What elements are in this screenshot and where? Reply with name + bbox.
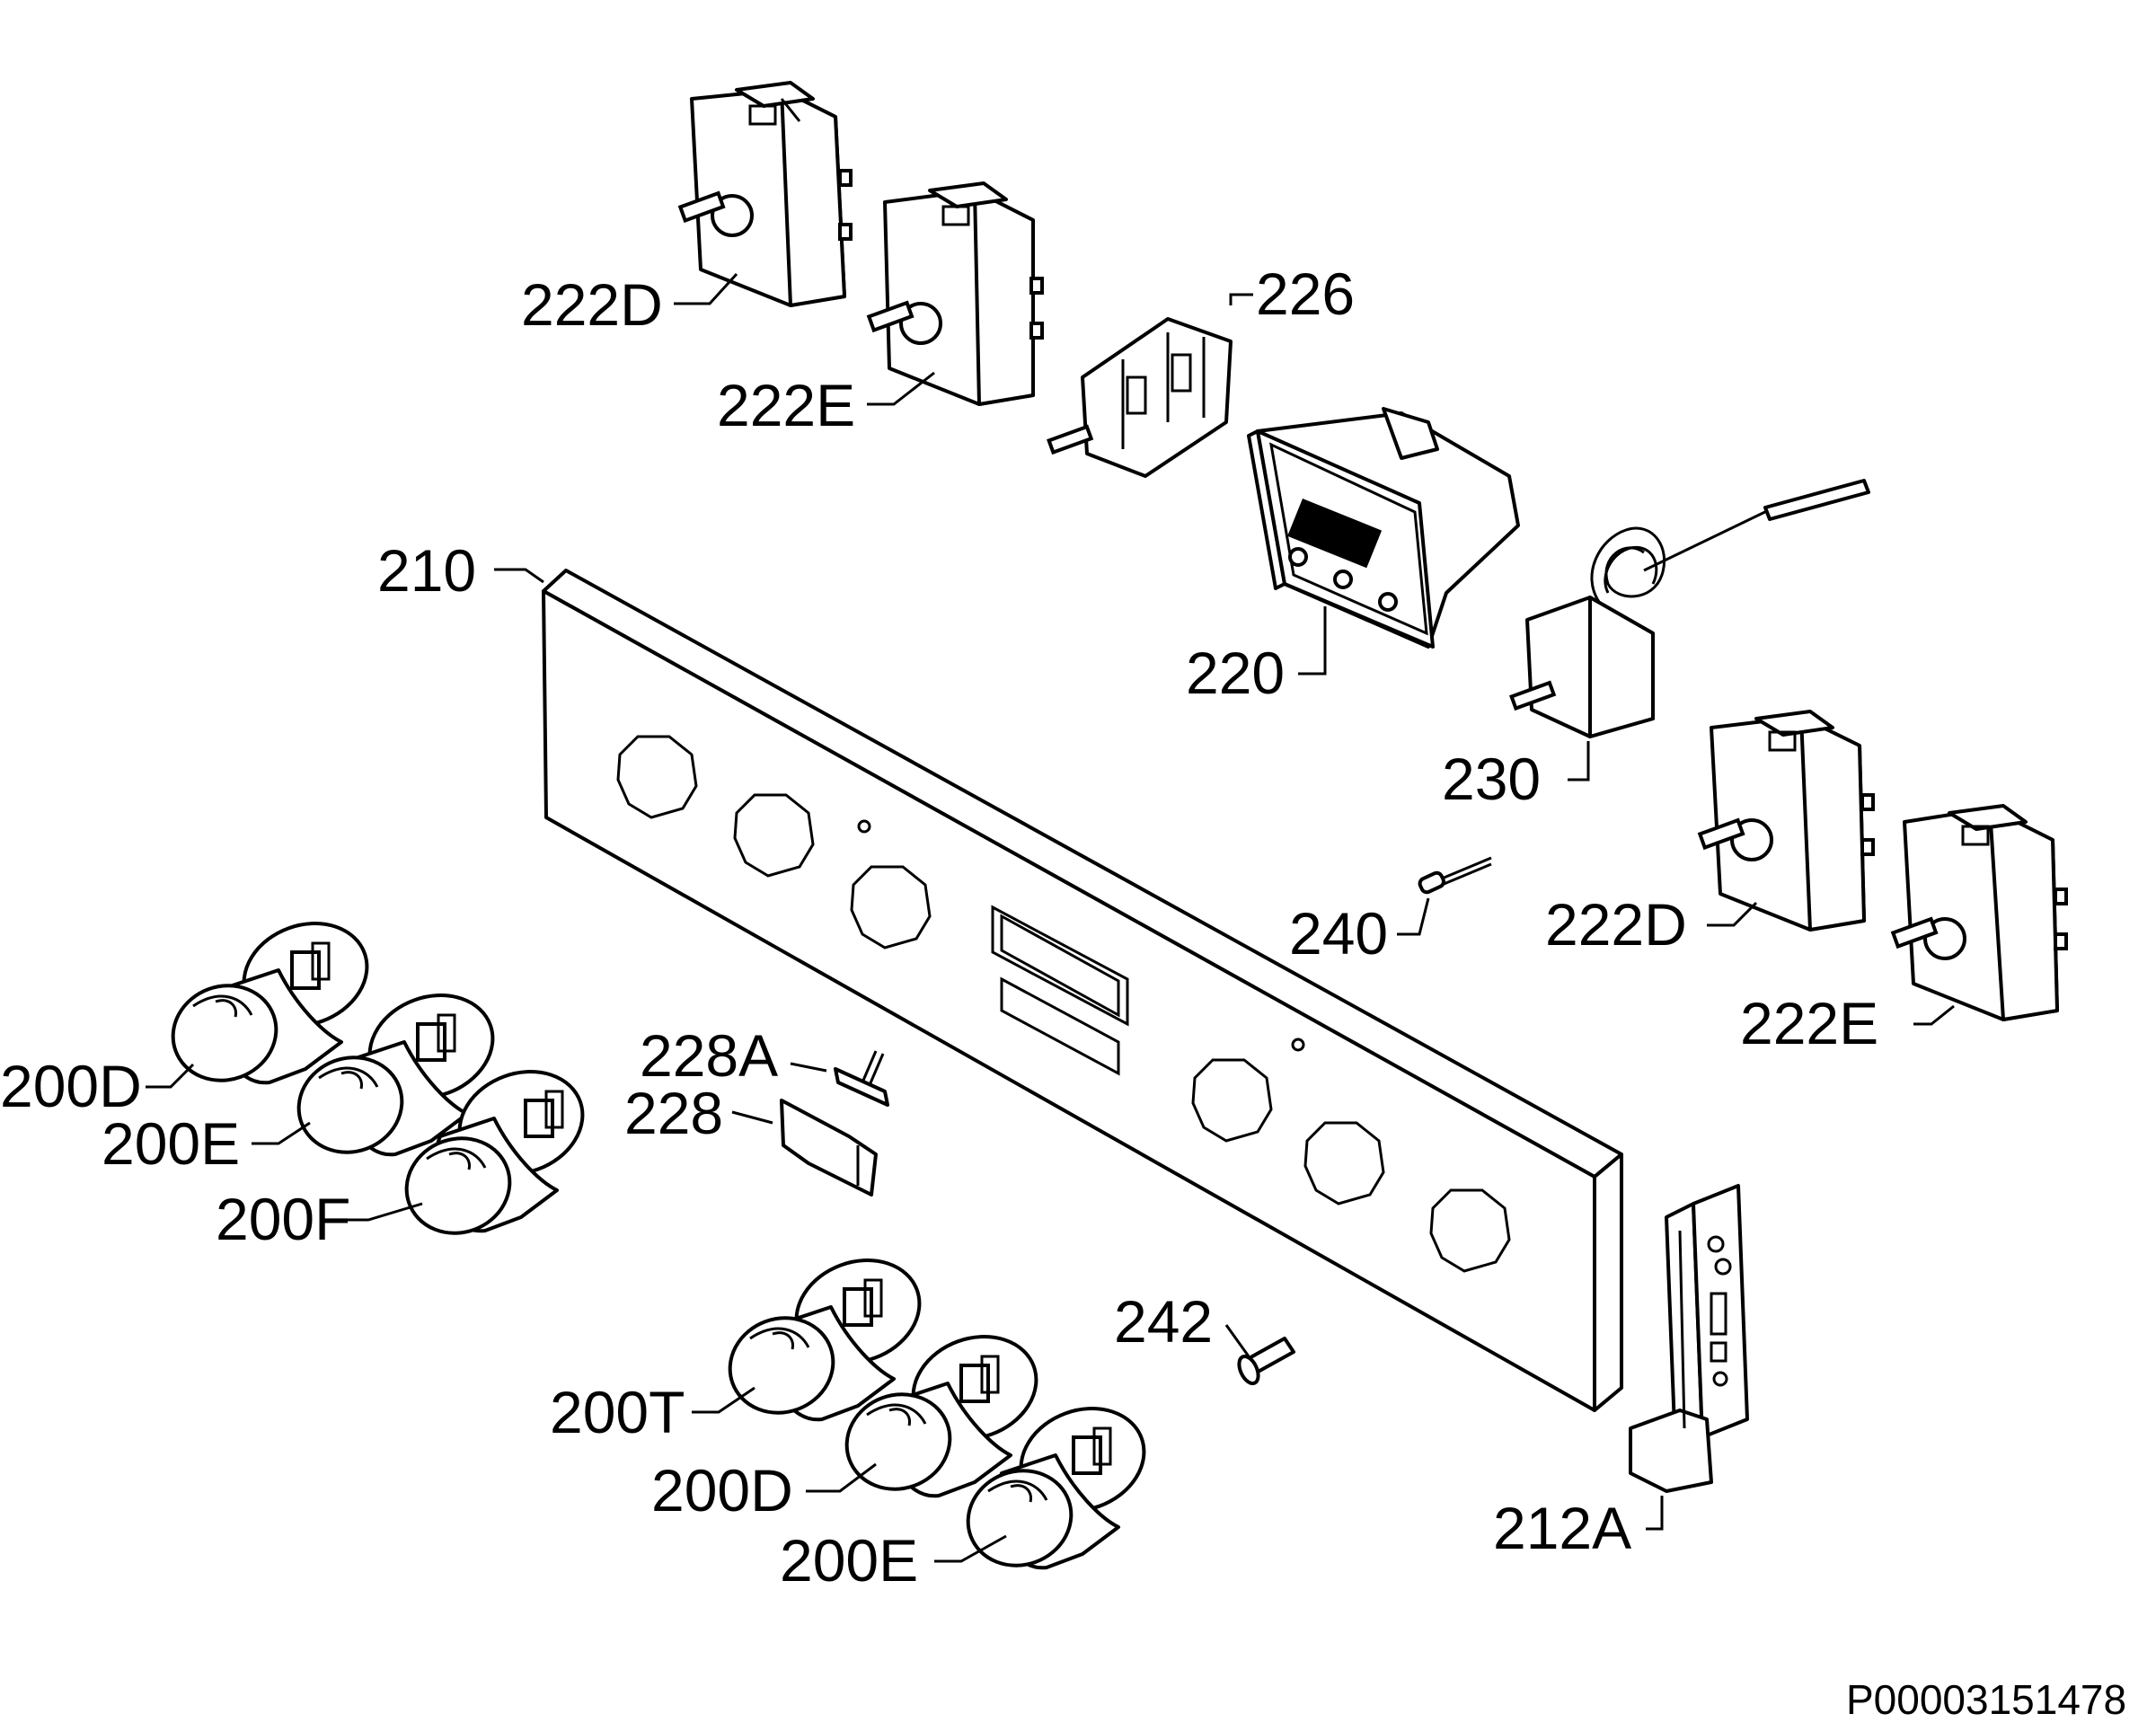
- part-222D-top: [677, 81, 853, 307]
- label-222D-right: 222D: [1545, 891, 1687, 958]
- part-222E-right: [1890, 804, 2068, 1021]
- part-226: [1047, 317, 1233, 478]
- panel-knob-hole: [1191, 1058, 1273, 1143]
- part-222D-right: [1697, 710, 1875, 932]
- label-222E-right: 222E: [1740, 990, 1878, 1056]
- label-222E-top: 222E: [717, 372, 855, 438]
- panel-knob-hole: [1429, 1188, 1511, 1273]
- knob-200E-left: [296, 994, 495, 1157]
- label-200E-bottom: 200E: [780, 1527, 918, 1594]
- part-210-control-panel: [542, 569, 1623, 1412]
- knob-200D-left: [171, 922, 369, 1085]
- part-228: [780, 1099, 878, 1197]
- label-240: 240: [1289, 900, 1388, 967]
- label-220: 220: [1186, 640, 1285, 706]
- label-200D-left: 200D: [0, 1053, 142, 1119]
- label-200E-left: 200E: [102, 1110, 240, 1177]
- label-242: 242: [1114, 1288, 1213, 1355]
- part-240: [1418, 856, 1492, 895]
- label-200D-bottom: 200D: [651, 1457, 793, 1523]
- label-228A: 228A: [640, 1022, 778, 1089]
- label-212A: 212A: [1493, 1495, 1631, 1561]
- label-228: 228: [624, 1080, 723, 1146]
- panel-knob-hole: [616, 735, 698, 819]
- part-220: [1247, 407, 1520, 649]
- panel-knob-hole: [1303, 1121, 1385, 1206]
- part-230: [1509, 479, 1870, 738]
- panel-knob-hole: [850, 865, 932, 949]
- panel-knob-hole: [733, 793, 815, 878]
- leader-lines: [146, 272, 1955, 1563]
- label-200F: 200F: [216, 1186, 350, 1252]
- document-id: P00003151478: [1846, 1676, 2126, 1723]
- label-200T: 200T: [550, 1379, 685, 1445]
- part-222E-top: [866, 181, 1044, 406]
- knob-200F: [404, 1070, 585, 1235]
- label-230: 230: [1442, 746, 1541, 812]
- label-226: 226: [1256, 261, 1355, 327]
- label-222D-top: 222D: [521, 271, 663, 338]
- knob-200E-bottom: [966, 1407, 1146, 1570]
- part-242: [1237, 1337, 1295, 1385]
- part-228A: [834, 1050, 889, 1107]
- knob-200T: [728, 1259, 922, 1422]
- part-labels: 222D 222E 226 210 220 230 222D 240 222E …: [0, 261, 2126, 1723]
- label-210: 210: [377, 537, 476, 604]
- part-212A: [1629, 1184, 1749, 1493]
